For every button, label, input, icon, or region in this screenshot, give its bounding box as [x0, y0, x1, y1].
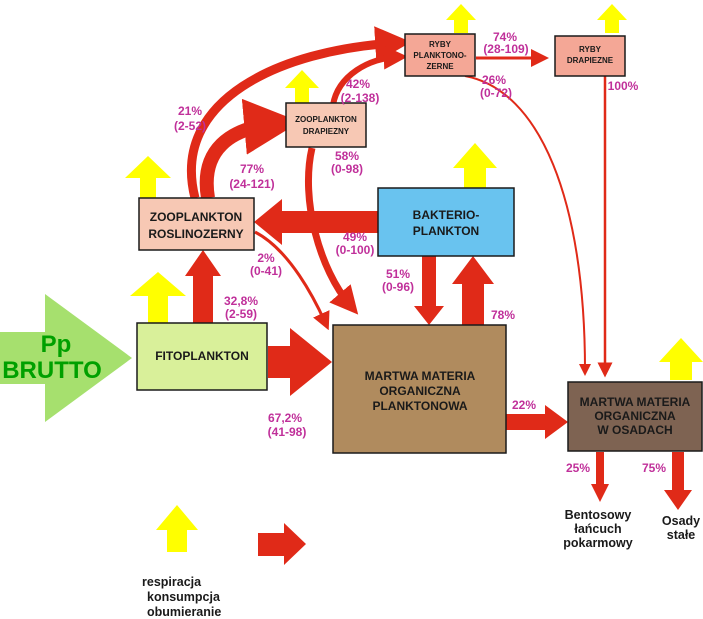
box-bakterioplankton: BAKTERIO- PLANKTON: [377, 187, 515, 257]
pct-rybydrap-osad: 100%: [608, 79, 639, 93]
pct-bakt-zoo: 49%: [343, 230, 367, 244]
martwa-plank-line1: MARTWA MATERIA: [365, 369, 476, 383]
flow-arrow-zoo-ryby: [186, 26, 412, 200]
range-ryby-osad: (0-72): [480, 86, 512, 100]
range-ryby-rybydrap: (28-109): [483, 42, 528, 56]
pct-zoo-ryby: 21%: [178, 104, 202, 118]
flow-arrow-fito-zoo: [185, 250, 221, 323]
pct-fito-martwa: 67,2%: [268, 411, 302, 425]
flow-arrow-fito-martwa: [268, 328, 332, 396]
pct-ryby-rybydrap: 74%: [493, 30, 517, 44]
range-zoo-martwa: (0-41): [250, 264, 282, 278]
flow-arrow-osad-stale: [664, 452, 692, 510]
bentos-line3: pokarmowy: [563, 536, 633, 550]
range-fito-zoo: (2-59): [225, 307, 257, 321]
box-martwa-materia-w-osadach: MARTWA MATERIA ORGANICZNA W OSADACH: [567, 381, 703, 452]
osady-line2: stałe: [667, 528, 696, 542]
pct-zoo-martwa: 2%: [257, 251, 275, 265]
osady-line1: Osady: [662, 514, 700, 528]
flow-labels: 21% (2-52) 77% (24-121) 42% (2-138) 58% …: [174, 30, 666, 475]
box-ryby-planktonozerne: RYBY PLANKTONO- ZERNE: [404, 33, 476, 77]
respiration-arrow-zooplankton-roslinozerny: [125, 156, 171, 198]
bakterio-line1: BAKTERIO-: [413, 208, 480, 222]
legend-respiration-icon: [156, 505, 198, 552]
pp-brutto-arrow: Pp BRUTTO: [0, 294, 132, 422]
brutto-label: BRUTTO: [2, 357, 102, 384]
ryby-drap-line1: RYBY: [579, 45, 602, 54]
range-zoodrap-martwa: (0-98): [331, 162, 363, 176]
pct-osad-bentos: 25%: [566, 461, 590, 475]
box-ryby-drapiezne: RYBY DRAPIEZNE: [554, 35, 626, 77]
respiration-arrow-zooplankton-drapiezny: [285, 70, 319, 103]
range-martwa-bakt: (0-96): [382, 280, 414, 294]
pct-zoo-zoodrap: 77%: [240, 162, 264, 176]
zoo-drap-line1: ZOOPLANKTON: [295, 115, 357, 124]
respiration-arrow-martwa-w-osadach: [659, 338, 703, 380]
box-zooplankton-drapiezny: ZOOPLANKTON DRAPIEZNY: [285, 102, 367, 148]
flow-arrow-bakt-martwa: [452, 256, 494, 325]
range-zoodrap-ryby: (2-138): [341, 91, 380, 105]
pct-martwa-bakt: 51%: [386, 267, 410, 281]
martwa-plank-line3: PLANKTONOWA: [372, 399, 467, 413]
ryby-plank-line3: ZERNE: [426, 62, 454, 71]
flow-arrow-ryby-osad: [464, 75, 591, 376]
flow-arrow-martwa-bakt: [414, 256, 444, 325]
bentos-line1: Bentosowy: [565, 508, 632, 522]
flow-arrow-bakt-zoo: [254, 199, 378, 245]
legend: respiracja konsumpcja obumieranie: [142, 505, 306, 619]
martwa-osad-line2: ORGANICZNA: [594, 409, 676, 423]
output-osady-stale: Osady stałe: [662, 514, 700, 542]
bentos-line2: łańcuch: [574, 522, 621, 536]
range-zoo-ryby: (2-52): [174, 119, 206, 133]
zoo-rosl-line2: ROSLINOZERNY: [148, 227, 243, 241]
pct-martwa-osad: 22%: [512, 398, 536, 412]
zoo-drap-line2: DRAPIEZNY: [303, 127, 350, 136]
ryby-drap-line2: DRAPIEZNE: [567, 56, 614, 65]
martwa-osad-line3: W OSADACH: [597, 423, 672, 437]
flow-arrow-zoodrap-ryby: [330, 45, 408, 106]
pct-zoodrap-ryby: 42%: [346, 77, 370, 91]
respiration-arrow-fitoplankton: [130, 272, 186, 323]
respiration-arrow-bakterioplankton: [453, 143, 497, 188]
flow-arrow-zoo-martwa: [254, 230, 330, 331]
respiration-arrow-ryby-planktonozerne: [446, 4, 476, 33]
martwa-osad-line1: MARTWA MATERIA: [580, 395, 691, 409]
ryby-plank-line1: RYBY: [429, 40, 452, 49]
range-zoo-zoodrap: (24-121): [229, 177, 274, 191]
box-fitoplankton: FITOPLANKTON: [136, 322, 268, 391]
box-zooplankton-roslinozerny: ZOOPLANKTON ROSLINOZERNY: [138, 197, 255, 251]
pct-bakt-martwa: 78%: [491, 308, 515, 322]
legend-obumieranie: obumieranie: [147, 605, 221, 619]
respiration-arrows: [125, 4, 703, 380]
fitoplankton-label: FITOPLANKTON: [155, 349, 249, 363]
pct-osad-stale: 75%: [642, 461, 666, 475]
output-bentos: Bentosowy łańcuch pokarmowy: [563, 508, 633, 550]
box-martwa-materia-planktonowa: MARTWA MATERIA ORGANICZNA PLANKTONOWA: [332, 324, 507, 454]
flow-arrow-martwa-osad: [506, 405, 568, 439]
zoo-rosl-line1: ZOOPLANKTON: [150, 210, 242, 224]
flow-arrow-zoo-zoodrap: [199, 98, 301, 200]
martwa-plank-line2: ORGANICZNA: [379, 384, 461, 398]
respiration-arrow-ryby-drapiezne: [597, 4, 627, 33]
flow-arrow-osad-bentos: [591, 452, 609, 502]
legend-konsumpcja: konsumpcja: [147, 590, 221, 604]
pp-label: Pp: [41, 331, 72, 358]
ryby-plank-line2: PLANKTONO-: [413, 51, 467, 60]
pct-zoodrap-martwa: 58%: [335, 149, 359, 163]
pct-fito-zoo: 32,8%: [224, 294, 258, 308]
pct-ryby-osad: 26%: [482, 73, 506, 87]
legend-respiracja: respiracja: [142, 575, 202, 589]
bakterio-line2: PLANKTON: [413, 224, 479, 238]
range-fito-martwa: (41-98): [268, 425, 307, 439]
flow-arrows: [185, 26, 692, 510]
legend-flow-icon: [258, 523, 306, 565]
range-bakt-zoo: (0-100): [336, 243, 375, 257]
